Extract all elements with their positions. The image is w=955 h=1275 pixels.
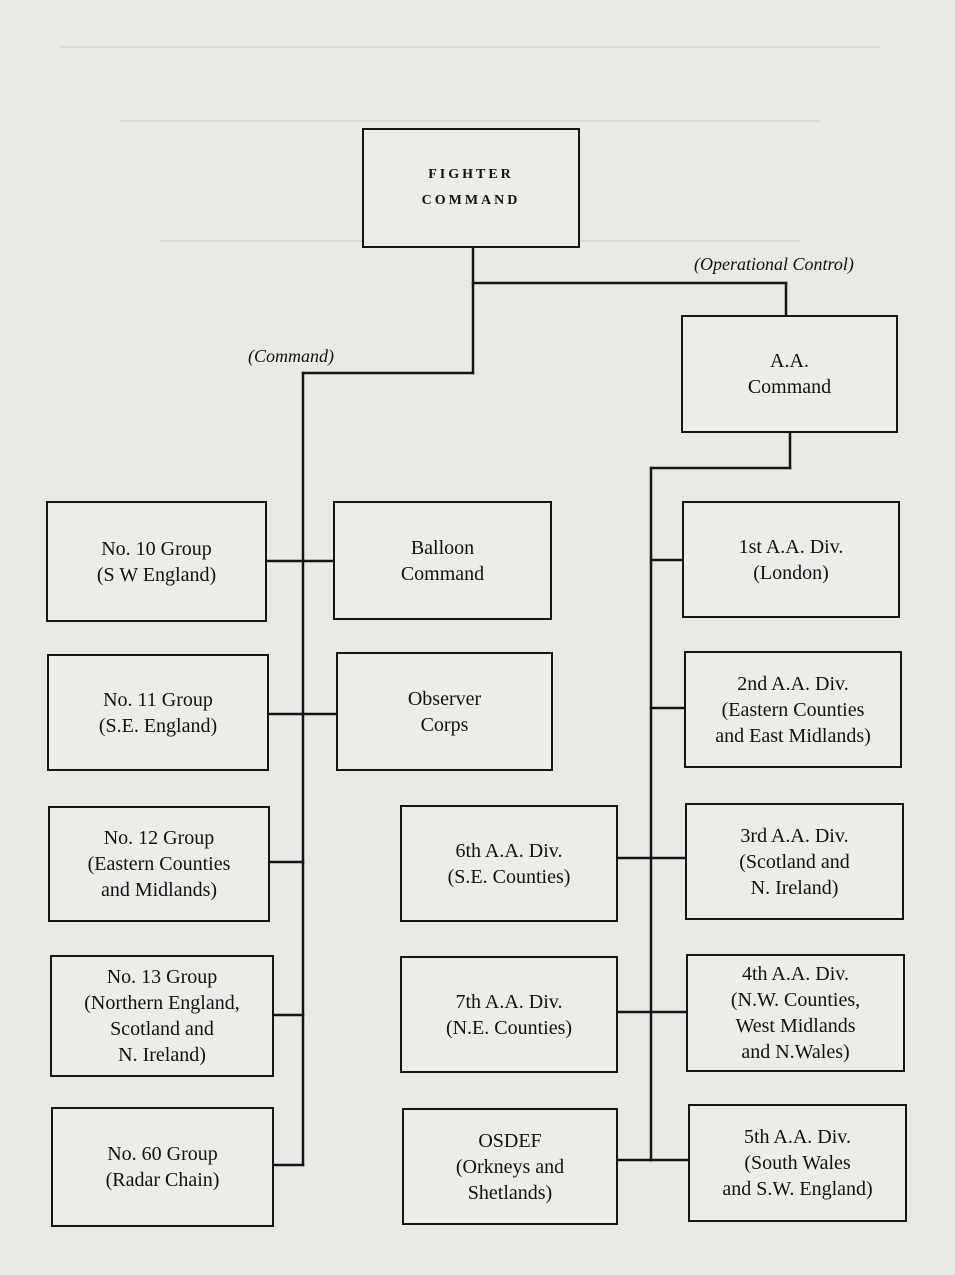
box-line: (N.W. Counties, [730, 989, 861, 1011]
box-line: and Midlands) [100, 879, 218, 901]
box-line: 4th A.A. Div. [741, 963, 850, 985]
box-line: (Radar Chain) [105, 1169, 220, 1191]
box-line: Observer [407, 687, 482, 710]
box-line: 2nd A.A. Div. [737, 672, 849, 695]
box-line: N. Ireland) [118, 1044, 206, 1066]
box-line: (Orkneys and [455, 1155, 565, 1178]
box-line: (London) [753, 561, 829, 584]
group-box-12: No. 12 Group (Eastern Counties and Midla… [48, 806, 270, 922]
observer-corps-box: Observer Corps [336, 652, 553, 771]
box-line: West Midlands [735, 1015, 856, 1037]
balloon-command-box: Balloon Command [333, 501, 552, 620]
group-box-11: No. 11 Group (S.E. England) [47, 654, 269, 771]
box-line: Scotland and [110, 1018, 214, 1040]
box-line: Command [400, 562, 485, 585]
box-line: Shetlands) [467, 1181, 553, 1204]
box-line: 1st A.A. Div. [738, 535, 844, 558]
box-line: (Northern England, [84, 992, 240, 1014]
box-line: A.A. [770, 350, 809, 372]
box-line: No. 10 Group [101, 537, 212, 560]
box-line: (Scotland and [739, 850, 850, 873]
box-line: No. 60 Group [107, 1143, 218, 1165]
box-line: N. Ireland) [750, 876, 839, 899]
aa-div-7-box: 7th A.A. Div. (N.E. Counties) [400, 956, 618, 1073]
box-line: No. 11 Group [103, 688, 213, 711]
box-line: Corps [420, 713, 469, 736]
box-line: (Eastern Counties [721, 698, 865, 721]
box-line: (S W England) [96, 563, 217, 586]
box-line: (Eastern Counties [87, 853, 231, 875]
box-line: 5th A.A. Div. [743, 1126, 852, 1148]
box-line: (S.E. Counties) [447, 865, 571, 888]
group-box-13: No. 13 Group (Northern England, Scotland… [50, 955, 274, 1077]
box-line: (South Wales [744, 1152, 851, 1174]
box-line: and N.Wales) [741, 1041, 850, 1063]
aa-div-6-box: 6th A.A. Div. (S.E. Counties) [400, 805, 618, 922]
aa-div-4-box: 4th A.A. Div. (N.W. Counties, West Midla… [686, 954, 905, 1072]
operational-control-label: (Operational Control) [694, 254, 854, 274]
aa-div-3-box: 3rd A.A. Div. (Scotland and N. Ireland) [685, 803, 904, 920]
aa-div-1-box: 1st A.A. Div. (London) [682, 501, 900, 618]
box-line: Command [747, 376, 832, 398]
box-line: OSDEF [478, 1129, 542, 1152]
box-line: 7th A.A. Div. [455, 990, 563, 1013]
box-line: No. 12 Group [103, 827, 215, 849]
box-line: 3rd A.A. Div. [740, 824, 849, 847]
aa-command-box: A.A. Command [681, 315, 898, 433]
command-label: (Command) [248, 346, 334, 366]
box-line: (S.E. England) [98, 714, 218, 737]
aa-div-5-box: 5th A.A. Div. (South Wales and S.W. Engl… [688, 1104, 907, 1222]
osdef-box: OSDEF (Orkneys and Shetlands) [402, 1108, 618, 1225]
group-box-60: No. 60 Group (Radar Chain) [51, 1107, 274, 1227]
bleed-through-texture [120, 120, 820, 122]
box-line: and S.W. England) [722, 1178, 873, 1200]
box-line: and East Midlands) [715, 724, 871, 747]
fighter-command-box: FIGHTER COMMAND [362, 128, 580, 248]
box-line: No. 13 Group [106, 966, 218, 988]
box-line: 6th A.A. Div. [455, 839, 563, 862]
box-line: (N.E. Counties) [445, 1016, 573, 1039]
bleed-through-texture [60, 6, 880, 48]
box-line: COMMAND [421, 193, 521, 208]
box-line: FIGHTER [428, 167, 514, 182]
group-box-10: No. 10 Group (S W England) [46, 501, 267, 622]
aa-div-2-box: 2nd A.A. Div. (Eastern Counties and East… [684, 651, 902, 768]
box-line: Balloon [410, 536, 475, 559]
